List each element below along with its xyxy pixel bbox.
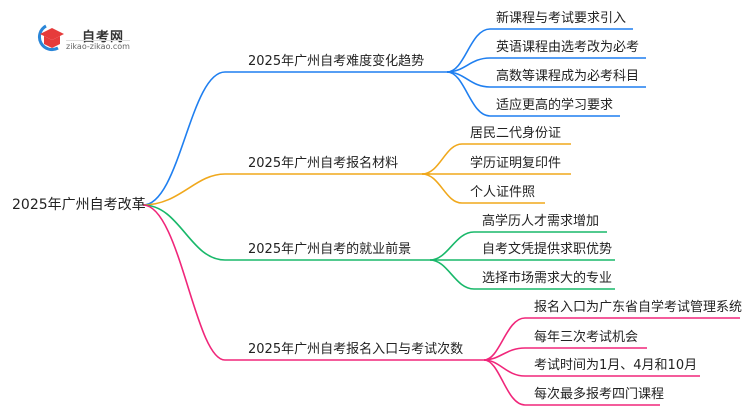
branch-node-materials[interactable]: 2025年广州自考报名材料 bbox=[248, 156, 399, 171]
branch-node-registration[interactable]: 2025年广州自考报名入口与考试次数 bbox=[248, 342, 464, 357]
connector-blue-child-4 bbox=[446, 71, 620, 117]
leaf-node[interactable]: 报名入口为广东省自学考试管理系统 bbox=[534, 300, 743, 315]
leaf-node[interactable]: 选择市场需求大的专业 bbox=[482, 271, 613, 286]
connector-green-child-3 bbox=[429, 259, 615, 290]
leaf-node[interactable]: 学历证明复印件 bbox=[470, 156, 562, 171]
leaf-node[interactable]: 英语课程由选考改为必考 bbox=[496, 40, 640, 55]
leaf-node[interactable]: 高数等课程成为必考科目 bbox=[496, 69, 640, 84]
branch-node-employment[interactable]: 2025年广州自考的就业前景 bbox=[248, 242, 412, 257]
leaf-node[interactable]: 每次最多报考四门课程 bbox=[534, 387, 665, 402]
graduation-cap-icon bbox=[37, 24, 64, 52]
logo-divider bbox=[66, 40, 130, 41]
root-node[interactable]: 2025年广州自考改革 bbox=[12, 197, 146, 213]
leaf-node[interactable]: 居民二代身份证 bbox=[470, 126, 562, 141]
connector-root-branch-4 bbox=[142, 204, 484, 361]
connector-blue-child-2 bbox=[446, 57, 646, 73]
connector-pink-child-1 bbox=[483, 317, 740, 361]
leaf-node[interactable]: 个人证件照 bbox=[470, 185, 536, 200]
leaf-node[interactable]: 每年三次考试机会 bbox=[534, 330, 639, 345]
logo-title: 自考网 bbox=[82, 30, 125, 45]
connector-orange-child-1 bbox=[421, 143, 571, 175]
leaf-node[interactable]: 自考文凭提供求职优势 bbox=[482, 242, 613, 257]
connector-root-branch-2 bbox=[142, 173, 430, 206]
branch-node-difficulty[interactable]: 2025年广州自考难度变化趋势 bbox=[248, 54, 425, 69]
connector-root-branch-3 bbox=[142, 204, 430, 261]
leaf-node[interactable]: 新课程与考试要求引入 bbox=[496, 11, 627, 26]
connector-orange-child-3 bbox=[421, 173, 545, 204]
connector-green-child-1 bbox=[429, 231, 607, 261]
leaf-node[interactable]: 高学历人才需求增加 bbox=[482, 214, 600, 229]
logo-url: zikao-zikao.com bbox=[66, 42, 130, 51]
leaf-node[interactable]: 适应更高的学习要求 bbox=[496, 98, 614, 113]
connector-blue-child-1 bbox=[446, 28, 633, 73]
connector-root-branch-1 bbox=[142, 71, 447, 206]
connector-pink-child-2 bbox=[483, 347, 647, 361]
connector-pink-child-4 bbox=[483, 359, 660, 406]
leaf-node[interactable]: 考试时间为1月、4月和10月 bbox=[534, 358, 698, 373]
